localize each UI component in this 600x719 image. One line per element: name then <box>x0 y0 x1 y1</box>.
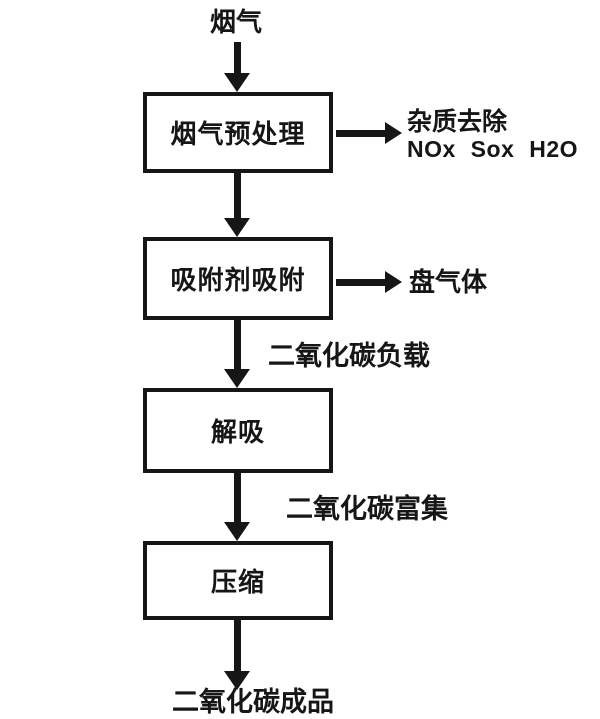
branch-label-line1: 杂质去除 <box>407 108 508 136</box>
source-label: 烟气 <box>210 7 263 37</box>
node-adsorbent-adsorption: 吸附剂吸附 <box>143 237 333 320</box>
arrow-head <box>224 73 250 92</box>
node-label: 压缩 <box>210 567 265 597</box>
branch-impurity-removal: 杂质去除 NOx Sox H2O <box>407 108 578 161</box>
arrow-head <box>385 271 402 293</box>
arrow-shaft <box>336 129 387 137</box>
branch-label-line2: NOx Sox H2O <box>407 135 579 162</box>
arrow-shaft <box>233 473 241 524</box>
arrow-shaft <box>233 173 241 220</box>
arrow-down-icon <box>224 173 250 237</box>
arrow-shaft <box>233 620 241 673</box>
arrow-right-icon <box>336 270 402 294</box>
branch-label-line1: 盘气体 <box>409 267 488 297</box>
arrow-head <box>224 218 250 237</box>
arrow-down-icon <box>224 473 250 541</box>
arrow-down-icon <box>224 320 250 388</box>
arrow-head <box>385 122 402 144</box>
arrow-down-icon <box>224 42 250 92</box>
arrow-head <box>224 522 250 541</box>
node-desorption: 解吸 <box>143 388 333 473</box>
branch-gas-out: 盘气体 <box>409 267 488 298</box>
node-label: 烟气预处理 <box>170 119 306 149</box>
arrow-down-icon <box>224 620 250 690</box>
node-compression: 压缩 <box>143 541 333 620</box>
flow-label-co2-loaded: 二氧化碳负载 <box>268 341 430 371</box>
node-fluegas-pretreatment: 烟气预处理 <box>143 92 333 173</box>
arrow-shaft <box>233 320 241 371</box>
flow-label-co2-enriched: 二氧化碳富集 <box>286 494 448 524</box>
arrow-right-icon <box>336 121 402 145</box>
arrow-head <box>224 369 250 388</box>
node-label: 吸附剂吸附 <box>170 265 306 295</box>
product-label: 二氧化碳成品 <box>172 687 334 717</box>
arrow-head <box>224 671 250 690</box>
node-label: 解吸 <box>210 417 265 447</box>
arrow-shaft <box>336 278 387 286</box>
arrow-shaft <box>233 42 241 75</box>
